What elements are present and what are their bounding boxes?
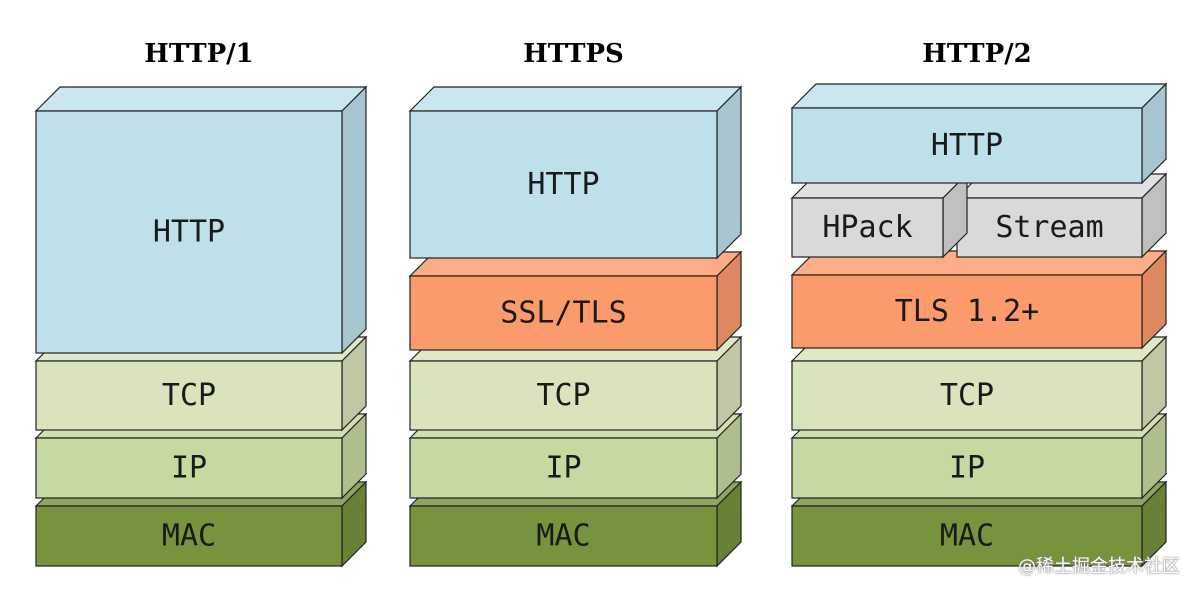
layer-http-label: HTTP [527,167,599,202]
layer-mac-label: MAC [536,519,590,554]
layer-mac-front-face [791,505,1143,567]
layer-tcp [790,335,1168,432]
layer-http-side-face [341,85,367,355]
layer-http-front-face [35,110,343,354]
layer-label-stream: Stream [995,210,1103,245]
layer-tls [790,249,1168,350]
layer-mac-label: MAC [162,519,216,554]
layer-http-front-face [791,107,1143,184]
layer-mac-front-face [409,505,718,567]
watermark: @稀土掘金技术社区 [1018,556,1180,577]
layer-mac-label: MAC [940,519,994,554]
layer-tcp-front-face [409,360,718,431]
layer-stream-front-face [956,197,1143,258]
layer-label-hpack: HPack [822,210,912,245]
layer-tls-label: TLS 1.2+ [895,294,1040,329]
layer-http-side-face [716,85,742,260]
layer-http-top-face [34,86,368,112]
column-title: HTTP/1 [144,39,253,69]
layer-ip-front-face [791,437,1143,499]
column-title: HTTP/2 [922,39,1031,69]
layer-tcp-front-face [35,360,343,431]
layer-http [790,82,1168,185]
layer-tls-label: SSL/TLS [500,296,626,331]
layer-http-label: HTTP [931,128,1003,163]
layer-tls-front-face [791,274,1143,349]
layer-hpack-front-face [791,197,944,258]
layer-mac-front-face [35,505,343,567]
layer-ip-label: IP [545,451,581,486]
layer-http-front-face [409,110,718,259]
layer-ip-label: IP [949,451,985,486]
layer-tls-front-face [409,275,718,351]
layer-http-label: HTTP [153,215,225,250]
layer-hpack [790,172,969,259]
column-https: HTTPS MAC IP TCP SSL/TLS HTTP [408,39,743,568]
column-title: HTTPS [523,39,624,69]
layer-http-top-face [408,86,743,112]
layer-ip-front-face [35,437,343,499]
layer-http-top-face [790,83,1168,109]
layer-ip-front-face [409,437,718,499]
layer-tcp-front-face [791,360,1143,431]
layer-http [34,85,368,355]
layer-ip-label: IP [171,451,207,486]
layer-tcp-label: TCP [536,378,590,413]
layer-tcp-label: TCP [162,378,216,413]
layer-tcp-label: TCP [940,378,994,413]
layer-http [408,85,743,260]
